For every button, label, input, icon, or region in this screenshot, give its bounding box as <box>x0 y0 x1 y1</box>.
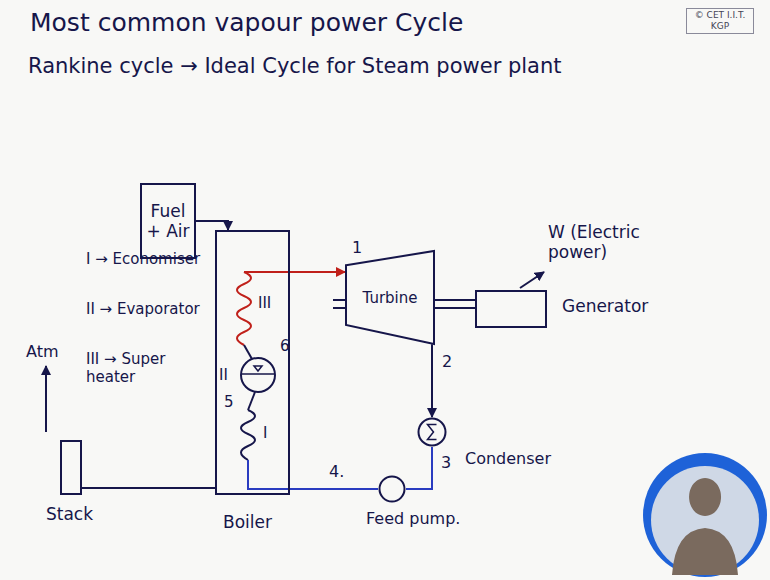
presenter-inner <box>651 466 759 574</box>
feed-line <box>248 460 290 489</box>
presenter-figure <box>672 478 738 575</box>
output-label: W (Electric power) <box>548 222 688 263</box>
circle-body <box>380 477 405 502</box>
state-number: 1 <box>351 238 363 257</box>
node-text-group: Fuel + Air <box>142 185 194 257</box>
flow-line <box>406 447 432 489</box>
node-label: Boiler <box>223 512 272 532</box>
water-level <box>242 366 274 374</box>
fuel-box: Fuel + Air <box>140 183 196 259</box>
power-arrow <box>520 272 544 288</box>
condenser-symbol: Condenser <box>417 417 447 447</box>
subtitle-text: Rankine cycle → Ideal Cycle for Steam po… <box>28 54 562 79</box>
flow-line <box>82 487 215 489</box>
section-number: I <box>263 424 267 442</box>
state-number: 3 <box>440 453 452 472</box>
flow-line <box>290 488 378 490</box>
atmosphere-label: Atm <box>26 342 59 361</box>
turbine-casing <box>346 251 434 344</box>
superheater-coil <box>237 272 251 345</box>
flow-line <box>435 300 475 308</box>
economiser-coil <box>241 410 255 460</box>
turbine-shape: Turbine <box>345 250 435 345</box>
state-number: 2 <box>441 352 453 371</box>
steam-line <box>244 271 290 273</box>
watermark: © CET I.I.T. KGP <box>686 8 754 34</box>
state-number: 5 <box>224 393 234 411</box>
component-legend: III → Super heater <box>86 350 208 386</box>
section-number: III <box>258 294 271 312</box>
section-number: II <box>219 366 228 384</box>
component-legend: I → Economiser <box>86 250 208 268</box>
stack-chimney: Stack <box>60 440 82 495</box>
node-label: Fuel + Air <box>142 201 194 242</box>
shaft-stub <box>333 300 345 308</box>
circle-outline <box>417 417 447 447</box>
pump-symbol: Feed pump. <box>378 475 406 503</box>
flow-line <box>196 221 228 230</box>
riser-line <box>244 345 252 359</box>
boiler-box: Boiler <box>215 230 290 495</box>
node-text-group: Turbine <box>345 250 435 345</box>
downcomer-line <box>248 392 255 410</box>
steam-drum <box>241 358 275 392</box>
flow-line <box>290 271 345 273</box>
node-label: Turbine <box>363 289 418 307</box>
exhaust-arrow <box>45 366 47 432</box>
state-number: 4. <box>328 462 345 481</box>
condenser-coil <box>428 425 437 440</box>
node-label: Stack <box>46 504 93 524</box>
component-legend: II → Evaporator <box>86 300 208 318</box>
presenter-frame <box>643 453 767 577</box>
generator-box: Generator <box>475 290 547 328</box>
slide-title: Most common vapour power Cycle <box>30 8 463 38</box>
flow-line <box>431 344 433 417</box>
node-label: Condenser <box>465 449 551 468</box>
node-label: Feed pump. <box>366 509 460 528</box>
node-label: Generator <box>562 296 648 316</box>
circle-outline <box>378 475 406 503</box>
circle-body <box>419 419 446 446</box>
